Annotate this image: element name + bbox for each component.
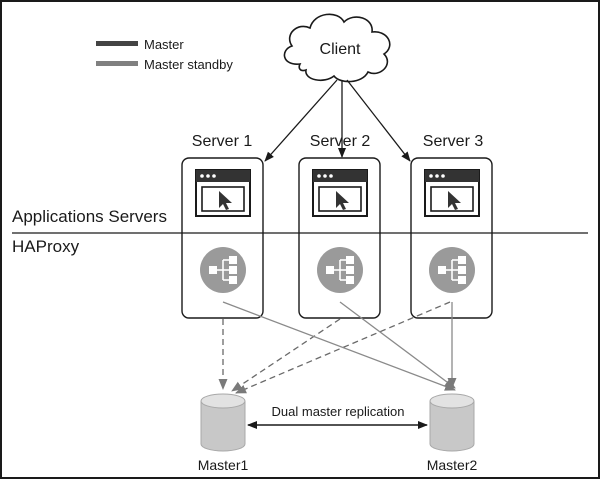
server2-to-master2-link [339,301,456,389]
master-links [222,301,457,391]
master1-label: Master1 [198,457,249,473]
legend-standby-swatch [96,61,138,66]
load-balancer-icon [316,246,364,294]
app-window-icon [424,169,480,217]
master1-database-icon [200,393,246,452]
legend-master-label: Master [144,37,184,52]
client-to-server3-arrow [346,79,411,162]
server2-label: Server 2 [310,133,371,150]
client-to-server1-arrow [264,79,338,162]
applications-servers-label: Applications Servers [12,207,167,226]
client-cloud: Client [283,13,391,83]
standby-links [218,301,451,394]
client-connections [264,79,411,162]
haproxy-label: HAProxy [12,237,80,256]
master2-database-icon [429,393,475,452]
app-window-icon [312,169,368,217]
master2-label: Master2 [427,457,478,473]
server3-to-master1-link [235,301,451,394]
legend-standby-label: Master standby [144,57,233,72]
server1-label: Server 1 [192,133,253,150]
legend-master-swatch [96,41,138,46]
load-balancer-icon [199,246,247,294]
server3-label: Server 3 [423,133,484,150]
client-label: Client [320,41,361,58]
replication-label: Dual master replication [272,404,405,419]
legend: Master Master standby [96,37,233,72]
cloud-icon [283,13,391,83]
load-balancer-icon [428,246,476,294]
app-window-icon [195,169,251,217]
server2-to-master1-link [231,318,341,392]
server1-to-master2-link [222,301,456,391]
